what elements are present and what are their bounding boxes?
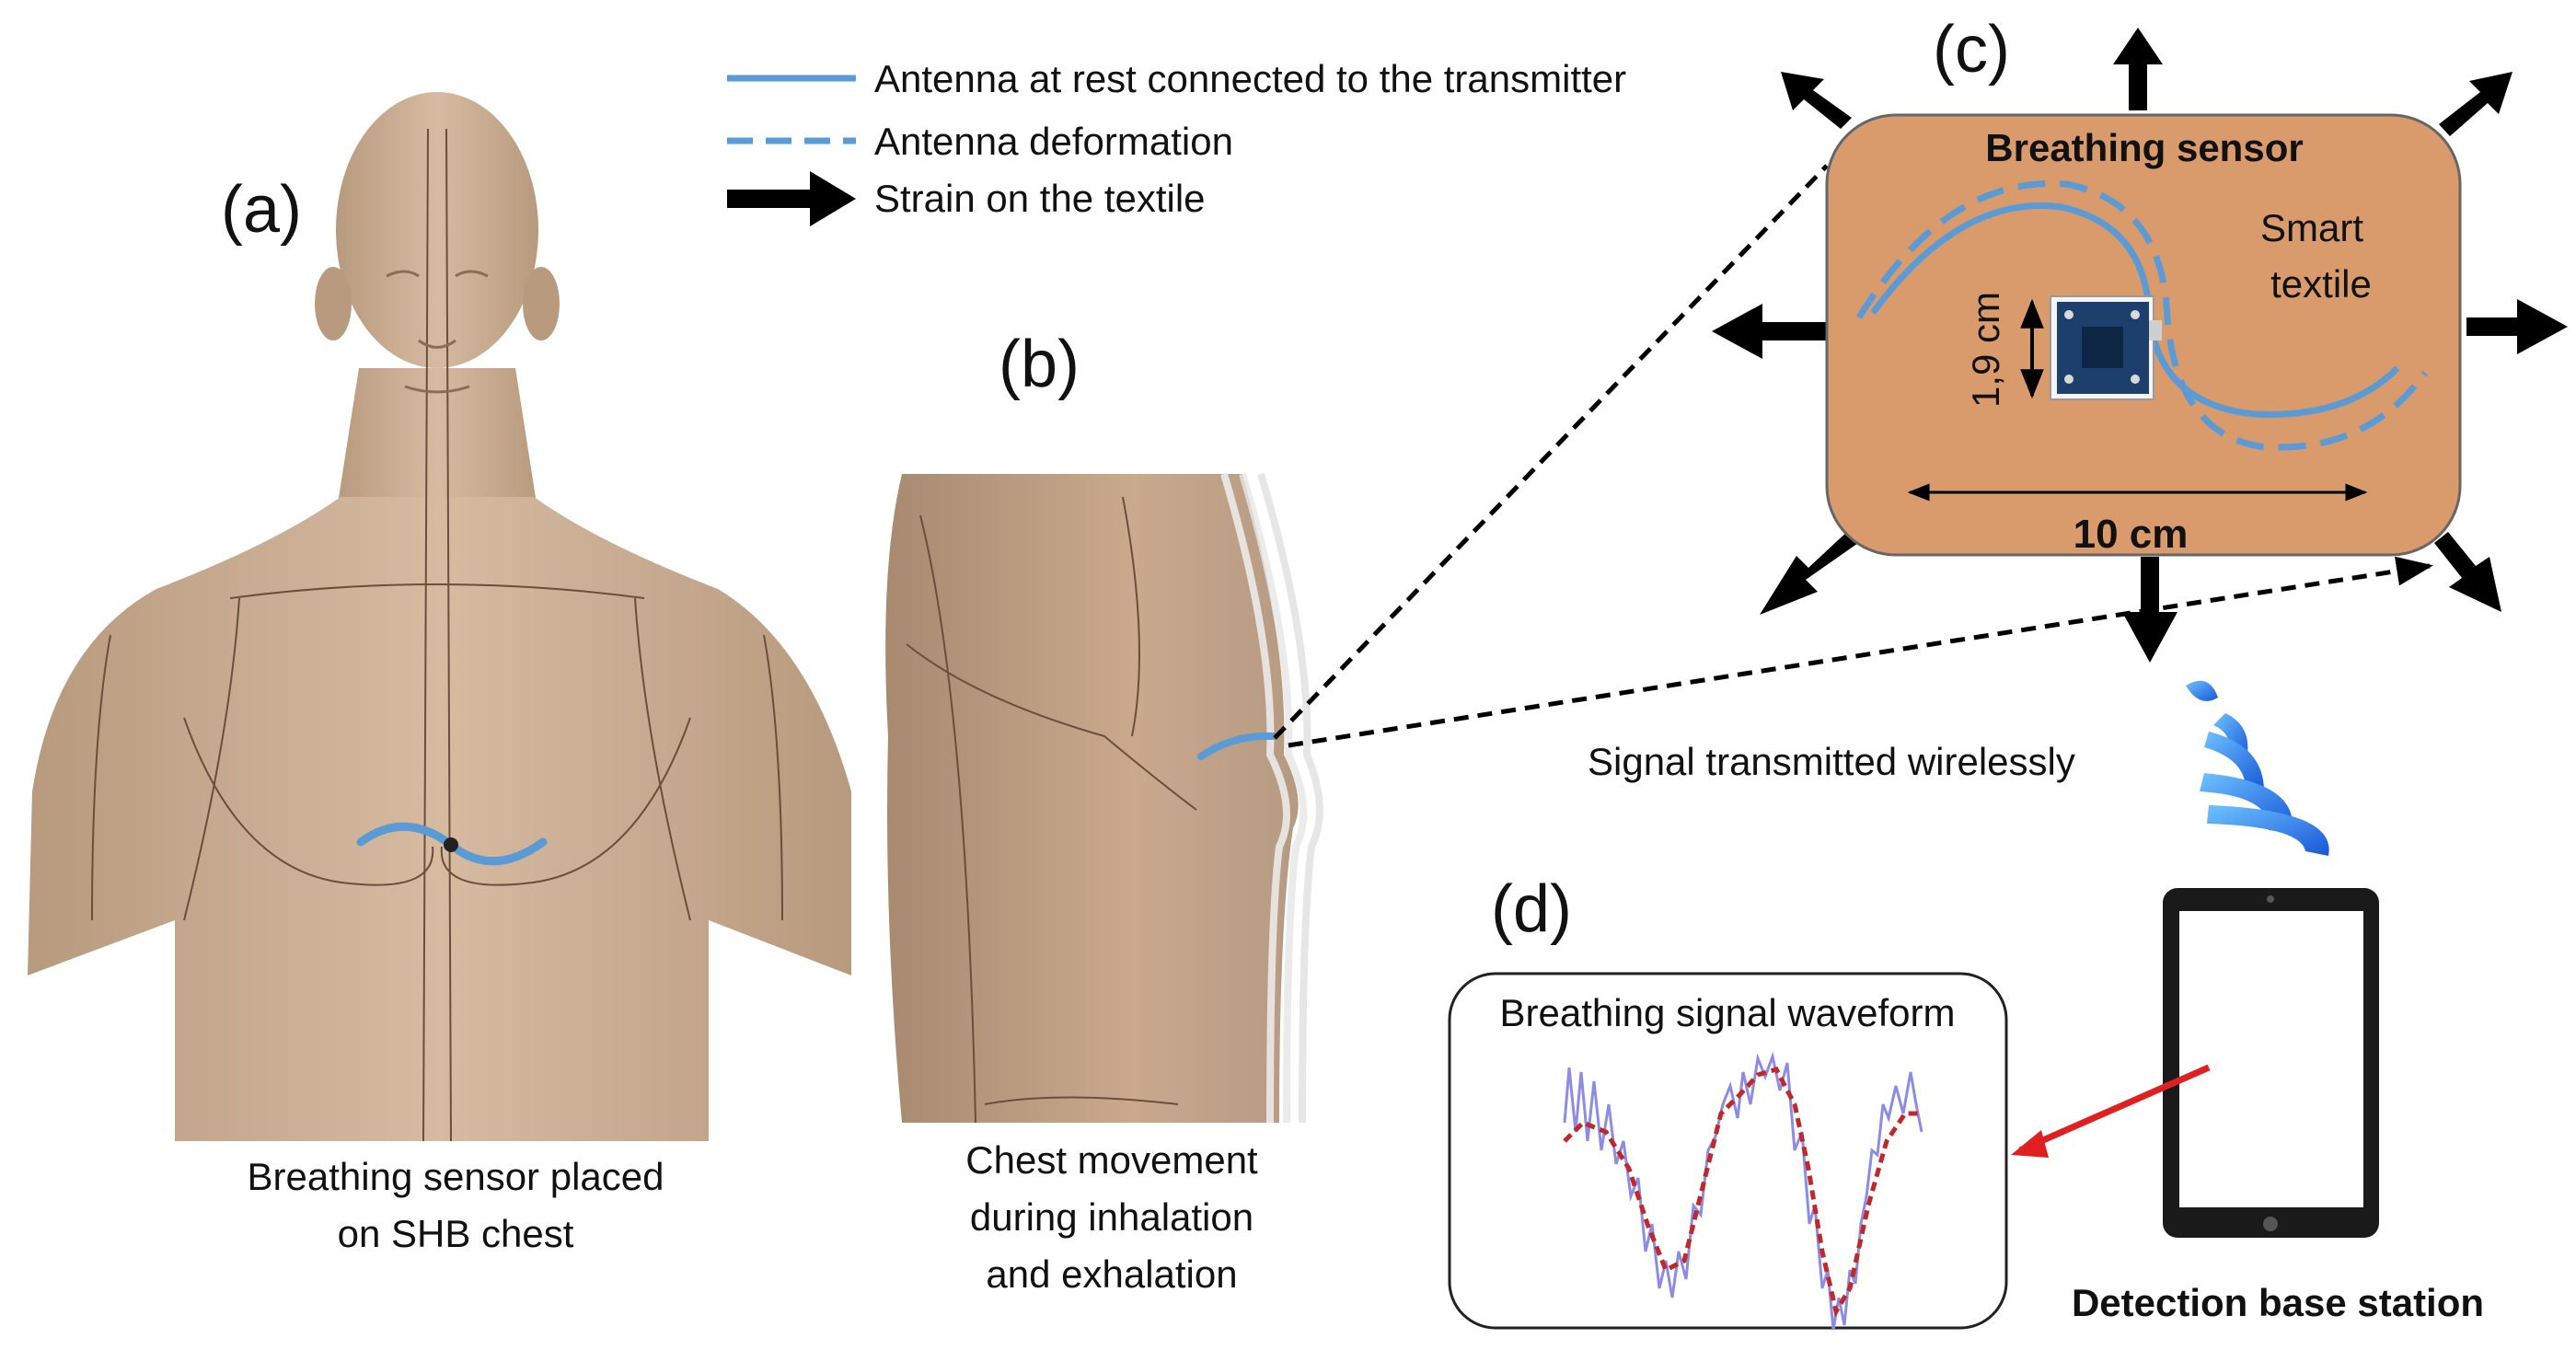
antenna-deformed xyxy=(1856,179,2428,451)
strain-arrow-icon xyxy=(1712,304,1827,359)
waveform-title: Breathing signal waveform xyxy=(1500,991,1956,1034)
strain-arrow-icon xyxy=(1781,72,1852,129)
transmitter-dot xyxy=(444,837,458,852)
panel-b-caption-line-1: Chest movement xyxy=(965,1138,1258,1182)
strain-arrow-icon xyxy=(2439,72,2512,136)
legend-deformation-text: Antenna deformation xyxy=(874,120,1233,163)
panel-b-label: (b) xyxy=(999,328,1080,401)
transmitter-chip-icon xyxy=(2050,295,2162,400)
strain-arrow-icon xyxy=(2113,28,2163,110)
panel-d: (d) Breathing signal waveform xyxy=(1448,872,2008,1331)
base-station-label: Detection base station xyxy=(2072,1281,2484,1324)
panel-b-caption-line-3: and exhalation xyxy=(986,1252,1237,1296)
panel-c: (c) Breathing sensor Smart textile xyxy=(1712,13,2568,663)
panel-c-label: (c) xyxy=(1933,13,2010,87)
panel-b-caption-line-2: during inhalation xyxy=(970,1195,1253,1239)
data-pointer-arrow-head xyxy=(2011,1130,2049,1158)
panel-a-label: (a) xyxy=(221,173,302,247)
wifi-icon xyxy=(2186,680,2329,856)
panel-a-caption-line-1: Breathing sensor placed xyxy=(248,1155,664,1198)
height-dimension-label: 1,9 cm xyxy=(1964,292,2007,408)
panel-a: (a) Breathing s xyxy=(28,92,851,1255)
wireless-label: Signal transmitted wirelessly xyxy=(1588,740,2075,783)
sensor-title: Breathing sensor xyxy=(1985,126,2303,169)
textile-label-line-1: Smart xyxy=(2260,206,2363,249)
strain-arrow-icon xyxy=(2122,557,2177,663)
human-torso-front xyxy=(28,92,851,1142)
legend-strain-arrow-icon xyxy=(727,171,856,226)
connector-line-bottom xyxy=(1288,556,2433,748)
strain-arrow-icon xyxy=(1760,529,1861,615)
panel-a-caption-line-2: on SHB chest xyxy=(338,1212,574,1255)
connector-line-top xyxy=(1273,164,1829,740)
human-torso-side xyxy=(885,472,1323,1124)
strain-arrows xyxy=(1712,28,2568,663)
strain-arrow-icon xyxy=(2434,532,2501,612)
raw-signal-waveform xyxy=(1563,1051,1923,1331)
width-dimension-label: 10 cm xyxy=(2074,512,2189,557)
legend: Antenna at rest connected to the transmi… xyxy=(727,57,1626,226)
fitted-signal-waveform xyxy=(1563,1067,1922,1318)
waveform-box xyxy=(1448,972,2008,1330)
legend-rest-text: Antenna at rest connected to the transmi… xyxy=(874,57,1626,100)
legend-strain-text: Strain on the textile xyxy=(874,177,1206,220)
panel-b: (b) Chest movement during inhalation and… xyxy=(885,328,1323,1296)
strain-arrow-icon xyxy=(2466,299,2568,354)
data-pointer-arrow xyxy=(2018,1064,2211,1154)
antenna-side xyxy=(1197,732,1276,760)
tablet-icon xyxy=(2163,888,2379,1238)
textile-label-line-2: textile xyxy=(2270,262,2372,306)
panel-d-label: (d) xyxy=(1491,872,1572,946)
